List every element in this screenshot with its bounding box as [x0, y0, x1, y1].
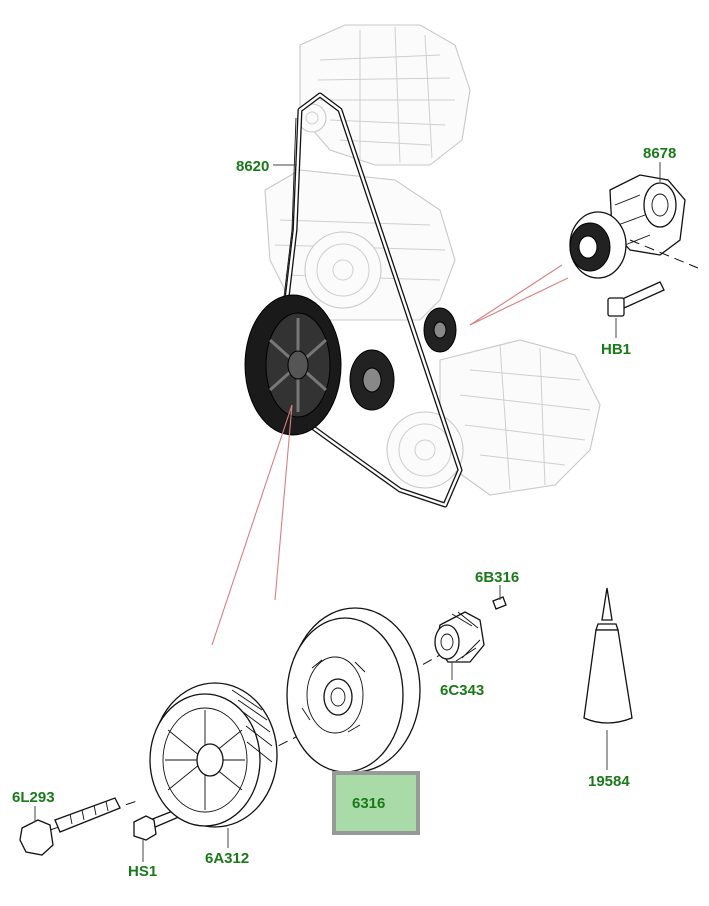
- crank-sprocket[interactable]: [434, 611, 485, 663]
- label-sealant[interactable]: 19584: [588, 773, 630, 790]
- label-crank-pulley[interactable]: 6A312: [205, 850, 249, 867]
- red-leader-lines: [211, 264, 569, 646]
- tensioner-assembly[interactable]: [569, 174, 699, 279]
- label-sprocket[interactable]: 6C343: [440, 682, 484, 699]
- label-tensioner-bolt[interactable]: HB1: [601, 341, 631, 358]
- label-crank-bolt[interactable]: 6L293: [12, 789, 55, 806]
- highlight-box: [332, 771, 420, 835]
- label-key[interactable]: 6B316: [475, 569, 519, 586]
- label-tensioner[interactable]: 8678: [643, 145, 676, 162]
- crank-pulley[interactable]: [149, 682, 278, 828]
- label-damper[interactable]: 6316: [352, 795, 385, 812]
- tensioner-bolt[interactable]: [607, 281, 665, 317]
- label-belt[interactable]: 8620: [236, 158, 269, 175]
- label-pulley-bolt[interactable]: HS1: [128, 863, 157, 880]
- engine-ghost-outline: [264, 24, 601, 496]
- assembled-idler-pulleys: [349, 307, 457, 411]
- damper[interactable]: [286, 607, 421, 773]
- crank-bolt[interactable]: [19, 797, 121, 856]
- assembled-crank-pulley: [244, 294, 342, 436]
- sealant-tube[interactable]: [583, 587, 633, 724]
